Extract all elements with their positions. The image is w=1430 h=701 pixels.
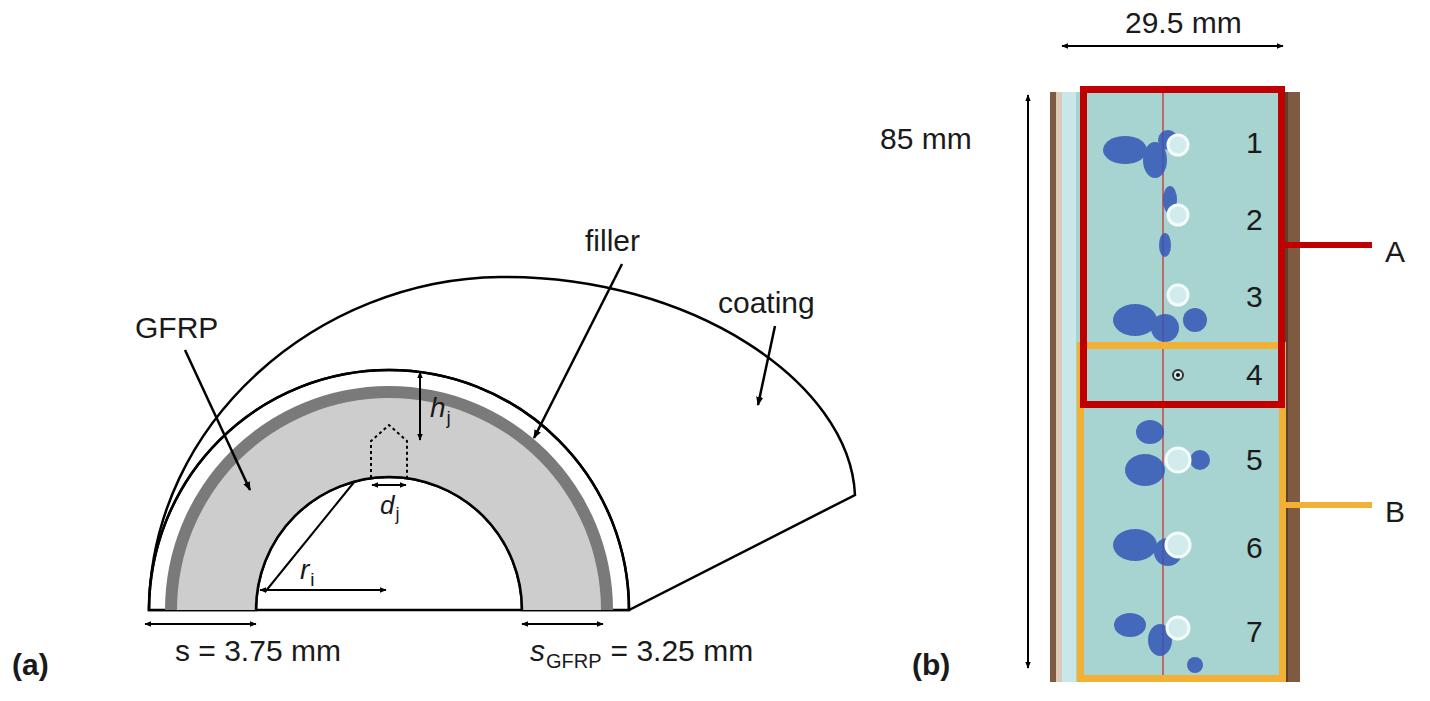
callout-number: 7 <box>1246 617 1263 647</box>
coating-layer <box>149 370 629 610</box>
dimension-value: = 3.25 mm <box>611 636 754 666</box>
callout-number: 3 <box>1246 282 1263 312</box>
panel-label: (a) <box>12 650 49 680</box>
dimension-value: s = 3.75 mm <box>175 636 341 666</box>
region-label: A <box>1385 237 1405 267</box>
part-name: coating <box>718 288 815 318</box>
dimension-symbol: d <box>380 492 394 518</box>
dimension-value: 85 mm <box>880 124 972 154</box>
dimension-symbol: s <box>530 636 545 666</box>
region-box: B <box>1077 342 1286 682</box>
dimension-symbol: r <box>300 556 309 584</box>
notch <box>371 425 407 478</box>
coating-shell <box>149 277 855 610</box>
specimen-photo <box>1050 92 1300 682</box>
callout-number: 5 <box>1246 445 1263 475</box>
dimension-symbol: h <box>430 394 446 422</box>
callout-number: 4 <box>1246 360 1263 390</box>
panel-label: (b) <box>912 650 950 680</box>
dimension-subscript: j <box>395 505 399 523</box>
part-name: filler <box>585 226 640 256</box>
dimension-subscript: GFRP <box>546 651 602 671</box>
dimension-subscript: i <box>310 570 314 589</box>
region-label: B <box>1385 497 1405 527</box>
callout-number: 2 <box>1246 205 1263 235</box>
callout-number: 1 <box>1246 128 1263 158</box>
dimension-subscript: j <box>447 408 451 427</box>
callout-number: 6 <box>1246 533 1263 563</box>
filler-layer <box>165 386 613 610</box>
region-box: A <box>1080 86 1285 408</box>
dimension-value: 29.5 mm <box>1125 8 1242 38</box>
part-name: GFRP <box>135 313 218 343</box>
pipe-section <box>145 264 855 624</box>
